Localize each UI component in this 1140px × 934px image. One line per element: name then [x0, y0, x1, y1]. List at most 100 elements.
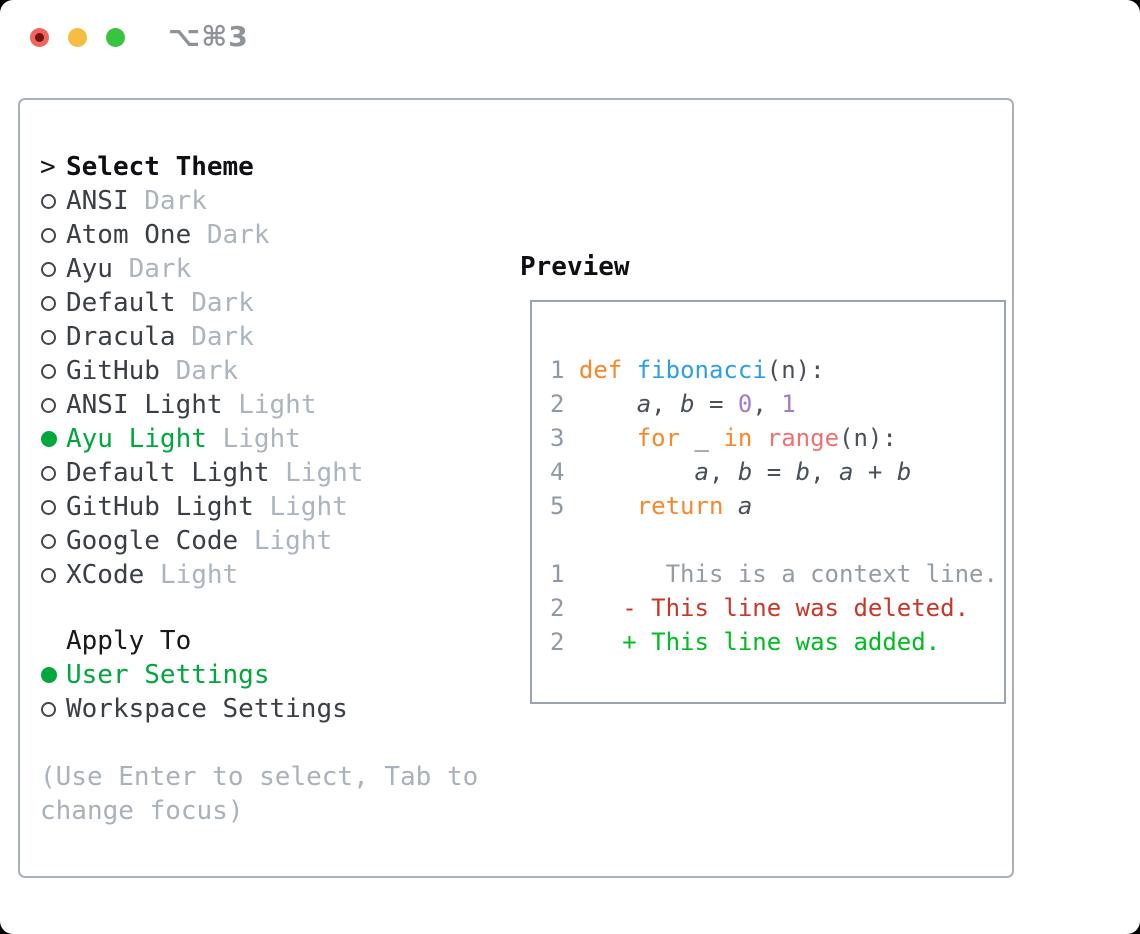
- option-github[interactable]: GitHub Dark: [40, 354, 490, 388]
- option-variant-suffix: Dark: [128, 254, 192, 284]
- token-var: a: [839, 458, 854, 486]
- token-kw: for: [636, 424, 681, 452]
- blank-line: [550, 523, 998, 557]
- marker-cell: [40, 567, 66, 583]
- option-label: XCode: [66, 560, 145, 590]
- token-num: 4: [550, 458, 565, 486]
- option-label: Google Code: [66, 526, 239, 556]
- token-pl: ,: [810, 458, 840, 486]
- section-header-select-theme: >Select Theme: [40, 150, 490, 184]
- marker-cell: [40, 667, 66, 683]
- option-ayu[interactable]: Ayu Dark: [40, 252, 490, 286]
- token-pl: _: [680, 424, 724, 452]
- marker-cell: [40, 193, 66, 209]
- option-default[interactable]: Default Dark: [40, 286, 490, 320]
- token-num: 1: [550, 356, 565, 384]
- token-pl: (n):: [839, 424, 897, 452]
- window-title: ⌥⌘3: [168, 20, 249, 53]
- code-line: 1 def fibonacci(n):: [550, 353, 998, 387]
- option-variant-suffix: Dark: [191, 322, 254, 352]
- token-pl: ,: [651, 390, 681, 418]
- token-pl: [622, 356, 636, 384]
- token-var: b: [795, 458, 811, 486]
- close-button[interactable]: [30, 28, 49, 47]
- radio-unselected-icon: [41, 499, 56, 515]
- option-ayu-light[interactable]: Ayu Light Light: [40, 422, 490, 456]
- token-del: - This line was deleted.: [622, 594, 970, 622]
- code-line: 5 return a: [550, 489, 998, 523]
- radio-unselected-icon: [41, 701, 56, 717]
- token-pl: [723, 492, 737, 520]
- option-xcode[interactable]: XCode Light: [40, 558, 490, 592]
- token-pl: [752, 424, 766, 452]
- token-pl: ,: [752, 390, 782, 418]
- token-var: b: [896, 458, 912, 486]
- token-pl: [564, 628, 622, 656]
- option-variant-suffix: Light: [159, 560, 239, 590]
- token-num: 2: [550, 628, 565, 656]
- marker-cell: [40, 701, 66, 717]
- option-atom-one[interactable]: Atom One Dark: [40, 218, 490, 252]
- option-workspace-settings[interactable]: Workspace Settings: [40, 692, 490, 726]
- token-num: 3: [550, 424, 565, 452]
- diff-line: 1 This is a context line.: [550, 557, 998, 591]
- code-line: 3 for _ in range(n):: [550, 421, 998, 455]
- option-label: Ayu: [66, 254, 113, 284]
- marker-cell: [40, 533, 66, 549]
- radio-unselected-icon: [41, 363, 56, 379]
- help-hint: (Use Enter to select, Tab to change focu…: [40, 760, 490, 828]
- token-kw: in: [723, 424, 753, 452]
- option-google-code[interactable]: Google Code Light: [40, 524, 490, 558]
- option-variant-suffix: Light: [269, 492, 348, 522]
- spacer: [223, 388, 239, 422]
- option-label: Default: [66, 288, 176, 318]
- marker-cell: [40, 431, 66, 447]
- option-variant-suffix: Light: [253, 526, 333, 556]
- option-github-light[interactable]: GitHub Light Light: [40, 490, 490, 524]
- option-variant-suffix: Light: [222, 424, 301, 454]
- option-ansi[interactable]: ANSI Dark: [40, 184, 490, 218]
- spacer: [254, 490, 270, 524]
- option-variant-suffix: Light: [285, 458, 364, 488]
- zoom-button[interactable]: [106, 28, 125, 47]
- token-call: range: [766, 424, 840, 452]
- option-variant-suffix: Dark: [191, 288, 254, 318]
- option-dracula[interactable]: Dracula Dark: [40, 320, 490, 354]
- token-num: 1: [550, 560, 565, 588]
- radio-unselected-icon: [41, 295, 56, 311]
- option-user-settings[interactable]: User Settings: [40, 658, 490, 692]
- minimize-button[interactable]: [68, 28, 87, 47]
- option-ansi-light[interactable]: ANSI Light Light: [40, 388, 490, 422]
- spacer: [207, 422, 223, 456]
- option-label: ANSI: [66, 186, 129, 216]
- option-default-light[interactable]: Default Light Light: [40, 456, 490, 490]
- spacer: [191, 218, 207, 252]
- marker-cell: [40, 227, 66, 243]
- radio-unselected-icon: [41, 533, 56, 549]
- radio-unselected-icon: [41, 465, 56, 481]
- spacer: [160, 354, 176, 388]
- spacer: [270, 456, 286, 490]
- marker-cell: [40, 397, 66, 413]
- radio-unselected-icon: [41, 261, 56, 277]
- option-label: Select Theme: [66, 152, 254, 182]
- option-label: GitHub Light: [66, 492, 254, 522]
- spacer: [176, 320, 192, 354]
- token-num: 5: [550, 492, 565, 520]
- token-pl: [564, 458, 694, 486]
- marker-cell: [40, 295, 66, 311]
- radio-unselected-icon: [41, 567, 56, 583]
- preview-heading: Preview: [520, 252, 630, 282]
- token-lit: 0: [737, 390, 753, 418]
- close-dot-icon: [35, 33, 44, 42]
- token-pl: +: [853, 458, 897, 486]
- token-var: b: [737, 458, 753, 486]
- radio-selected-icon: [41, 667, 57, 683]
- token-pl: [564, 492, 636, 520]
- radio-unselected-icon: [41, 329, 56, 345]
